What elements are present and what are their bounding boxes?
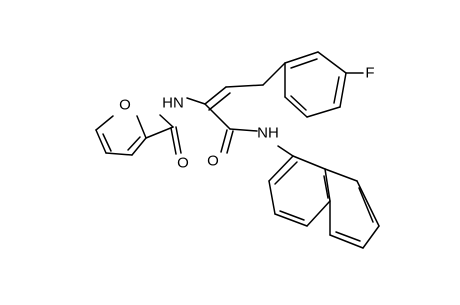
bond-inner xyxy=(323,175,329,199)
bond-inner xyxy=(335,231,361,242)
atom-label-furan-oxygen: O xyxy=(119,97,131,114)
bond-inner xyxy=(333,76,340,104)
naphthalene-ring xyxy=(268,155,380,249)
bond xyxy=(329,234,364,249)
bond xyxy=(292,155,326,170)
bond xyxy=(131,137,147,156)
amide-1 xyxy=(145,97,206,155)
bond-carbonyl xyxy=(226,130,234,154)
atom-labels: O HN O F O NH xyxy=(119,65,374,172)
bond-carbonyl xyxy=(175,126,182,154)
bond xyxy=(317,51,347,74)
bond-carbonyl xyxy=(220,129,228,153)
bond-inner xyxy=(279,210,305,221)
bond xyxy=(105,152,133,156)
bond xyxy=(95,115,114,131)
bond-inner xyxy=(290,95,307,111)
bond-inner xyxy=(290,58,318,69)
bond xyxy=(225,84,264,88)
bond xyxy=(159,114,174,128)
bond-carbonyl xyxy=(170,127,177,155)
bond xyxy=(306,200,331,227)
bond xyxy=(136,115,147,139)
furan-ring xyxy=(95,115,147,156)
atom-label-fluorine: F xyxy=(365,65,374,82)
bond xyxy=(324,168,358,182)
atom-label-amide2-carbonyl-o: O xyxy=(207,153,219,170)
bond xyxy=(145,126,174,139)
bond xyxy=(204,86,227,105)
bond xyxy=(274,213,308,227)
bond xyxy=(186,97,206,105)
bond xyxy=(324,168,331,202)
bond-inner xyxy=(358,187,374,223)
bond-inner xyxy=(102,133,112,152)
bond-inner xyxy=(274,161,298,185)
bond xyxy=(284,51,319,64)
bond xyxy=(95,129,107,154)
bond xyxy=(268,155,294,182)
atom-label-amide2-nh: NH xyxy=(257,125,279,142)
bond xyxy=(277,145,294,157)
bond xyxy=(284,96,308,118)
bond xyxy=(229,128,258,132)
bond xyxy=(356,180,380,227)
atom-label-amide1-carbonyl-o: O xyxy=(177,155,189,172)
atom-label-amide1-nh: HN xyxy=(162,95,184,112)
bond xyxy=(262,62,286,86)
bond xyxy=(362,225,380,249)
bond-inner xyxy=(127,136,141,151)
bond xyxy=(306,106,341,118)
bond xyxy=(268,180,276,215)
fluorophenyl-ring xyxy=(262,51,364,118)
bond xyxy=(204,103,231,130)
bond xyxy=(339,72,347,108)
acrylamide-core xyxy=(204,84,294,157)
bond-double xyxy=(208,92,231,111)
